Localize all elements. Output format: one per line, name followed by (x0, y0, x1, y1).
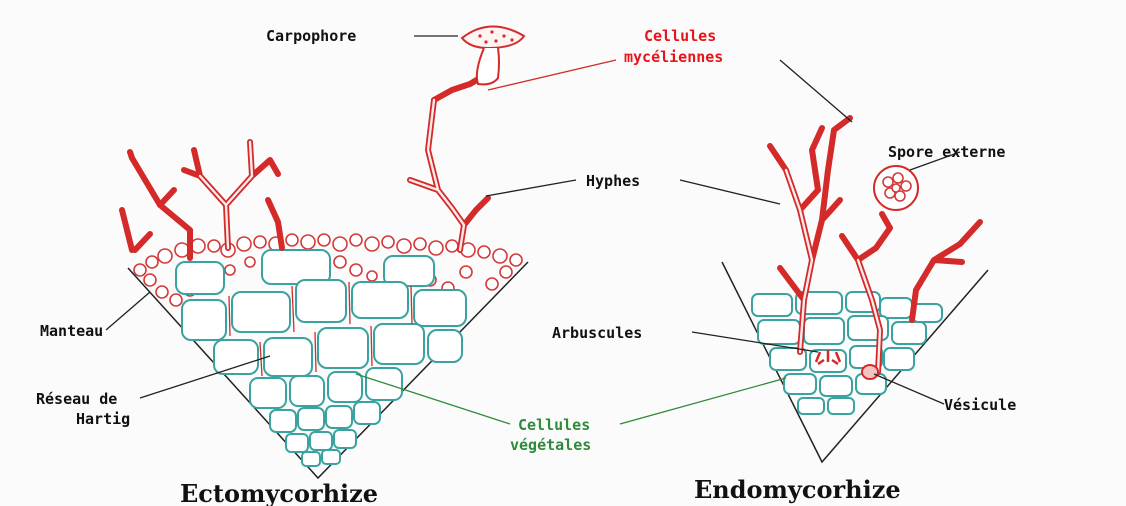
label-spore-externe: Spore externe (888, 143, 1005, 161)
label-arbuscules: Arbuscules (552, 324, 642, 342)
label-cellules-myceliennes-2: mycéliennes (624, 48, 723, 66)
ecto-hyphae (122, 78, 488, 258)
label-hyphes: Hyphes (586, 172, 640, 190)
label-manteau: Manteau (40, 322, 103, 340)
carpophore-mushroom (462, 26, 524, 84)
ecto-plant-cells (176, 250, 466, 466)
label-cellules-vegetales-2: végétales (510, 436, 591, 454)
label-vesicule: Vésicule (944, 396, 1016, 414)
title-endomycorhize: Endomycorhize (694, 475, 901, 504)
label-carpophore: Carpophore (266, 27, 356, 45)
label-hartig: Hartig (76, 410, 130, 428)
titles: Ectomycorhize Endomycorhize (180, 475, 901, 506)
title-ectomycorhize: Ectomycorhize (180, 479, 378, 506)
external-spore (874, 166, 918, 210)
label-reseau-de: Réseau de (36, 390, 117, 408)
label-cellules-myceliennes-1: Cellules (644, 27, 716, 45)
label-cellules-vegetales-1: Cellules (518, 416, 590, 434)
